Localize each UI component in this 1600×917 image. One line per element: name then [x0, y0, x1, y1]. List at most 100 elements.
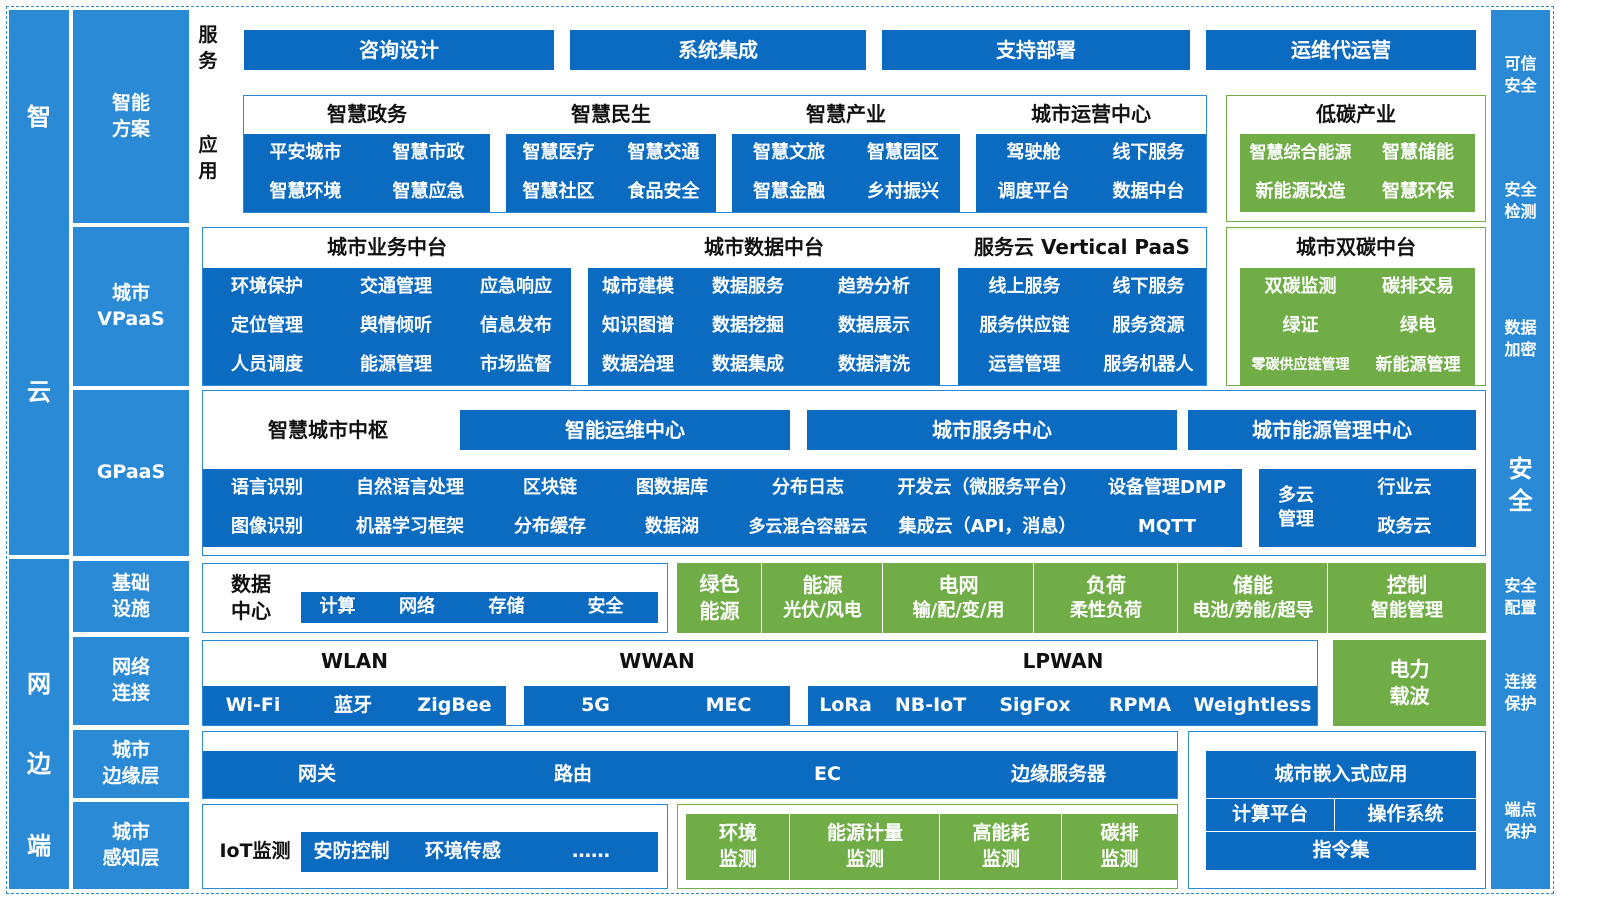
- security-connection: 连接 保护: [1504, 672, 1537, 713]
- env-block: 碳排 监测: [1062, 814, 1177, 880]
- dual-carbon-item: 零碳供应链管理: [1240, 346, 1361, 385]
- datacenter-label: 数据 中心: [231, 572, 271, 623]
- app-item: 乡村振兴: [846, 173, 960, 212]
- app-item: 智慧环境: [244, 173, 367, 212]
- vpaas-data-item: 数据挖掘: [688, 307, 808, 346]
- vpaas-business-item: 舆情倾听: [331, 307, 461, 346]
- gpaas-item: MQTT: [1092, 508, 1242, 547]
- env-divider: [789, 814, 790, 880]
- dual-carbon-title: 城市双碳中台: [1296, 234, 1416, 259]
- energy-block: 电网 输/配/变/用: [883, 563, 1034, 633]
- gpaas-item: 区块链: [489, 469, 611, 508]
- env-bottom: 监测: [845, 848, 884, 870]
- lowcarbon-title: 低碳产业: [1316, 101, 1396, 126]
- app-item: 智慧市政: [367, 134, 490, 173]
- left-strip-cloud: [9, 10, 69, 555]
- energy-top: 绿色: [699, 572, 740, 596]
- gpaas-center: 城市能源管理中心: [1188, 410, 1476, 450]
- vpaas-business-item: 交通管理: [331, 268, 461, 307]
- app-item: 智慧医疗: [506, 134, 611, 173]
- datacenter-item: 安全: [553, 592, 658, 623]
- env-top: 碳排: [1100, 822, 1139, 845]
- gpaas-item: 图像识别: [203, 508, 331, 547]
- network-lpwan-title: LPWAN: [1022, 648, 1104, 673]
- gpaas-hub-title: 智慧城市中枢: [268, 417, 388, 442]
- gpaas-item: 自然语言处理: [331, 469, 489, 508]
- vpaas-business-item: 市场监督: [461, 346, 571, 385]
- gpaas-item: 分布日志: [733, 469, 883, 508]
- embedded-item: 操作系统: [1335, 799, 1476, 831]
- lowcarbon-item: 新能源改造: [1240, 173, 1361, 212]
- dual-carbon-item: 新能源管理: [1361, 346, 1475, 385]
- env-bottom: 监测: [1100, 848, 1139, 870]
- lowcarbon-item: 智慧环保: [1361, 173, 1475, 212]
- app-item: 智慧金融: [732, 173, 846, 212]
- env-block: 环境 监测: [686, 814, 790, 880]
- energy-top: 能源: [802, 573, 843, 598]
- vpaas-data-item: 知识图谱: [588, 307, 688, 346]
- network-item: SigFox: [978, 686, 1092, 725]
- strip-char-yun: 云: [27, 378, 51, 407]
- datacenter-item: 网络: [374, 592, 460, 623]
- app-item: 数据中台: [1091, 173, 1206, 212]
- energy-bottom: 柔性负荷: [1070, 600, 1142, 622]
- gpaas-item: 分布缓存: [489, 508, 611, 547]
- app-group-title-livelihood: 智慧民生: [571, 101, 651, 126]
- iot-label: IoT监测: [219, 840, 291, 863]
- layer-network: 网络 连接: [73, 637, 189, 725]
- network-item: LoRa: [808, 686, 883, 725]
- energy-top: 电网: [938, 573, 979, 598]
- energy-bottom: 电池/势能/超导: [1192, 600, 1314, 622]
- embedded-bottom: 指令集: [1206, 832, 1476, 870]
- gpaas-center: 智能运维中心: [460, 410, 790, 450]
- energy-block: 能源 光伏/风电: [762, 563, 883, 633]
- gpaas-item: 图数据库: [611, 469, 733, 508]
- vpaas-service-cloud-item: 服务机器人: [1091, 346, 1206, 385]
- vpaas-data-item: 城市建模: [588, 268, 688, 307]
- env-top: 能源计量: [826, 822, 903, 845]
- network-wlan-title: WLAN: [320, 648, 389, 673]
- security-trusted: 可信 安全: [1504, 54, 1537, 95]
- dual-carbon-item: 碳排交易: [1361, 268, 1475, 307]
- energy-divider: [1327, 563, 1328, 633]
- security-strip: [1491, 10, 1550, 889]
- layer-sensing: 城市 感知层: [73, 802, 189, 889]
- env-block: 高能耗 监测: [940, 814, 1062, 880]
- dual-carbon-item: 绿电: [1361, 307, 1475, 346]
- app-item: 线下服务: [1091, 134, 1206, 173]
- energy-block: 控制 智能管理: [1328, 563, 1486, 633]
- energy-block: 负荷 柔性负荷: [1034, 563, 1178, 633]
- plc-block: 电力 载波: [1333, 640, 1486, 726]
- energy-top: 负荷: [1086, 573, 1126, 598]
- network-item: Weightless: [1188, 686, 1317, 725]
- dual-carbon-item: 双碳监测: [1240, 268, 1361, 307]
- layer-vpaas: 城市 VPaaS: [73, 227, 189, 386]
- vpaas-data-item: 数据清洗: [808, 346, 940, 385]
- energy-bottom: 光伏/风电: [783, 600, 862, 622]
- service-consulting: 咨询设计: [244, 30, 554, 70]
- env-divider: [939, 814, 940, 880]
- app-item: 驾驶舱: [976, 134, 1091, 173]
- network-item: RPMA: [1092, 686, 1188, 725]
- vpaas-business-item: 人员调度: [203, 346, 331, 385]
- datacenter-item: 计算: [301, 592, 374, 623]
- network-item: ZigBee: [403, 686, 506, 725]
- app-group-title-industry: 智慧产业: [806, 101, 886, 126]
- network-item: Wi-Fi: [203, 686, 303, 725]
- security-endpoint: 端点 保护: [1504, 800, 1537, 841]
- app-group-title-gov: 智慧政务: [327, 101, 407, 126]
- vpaas-service-cloud-item: 线下服务: [1091, 268, 1206, 307]
- vpaas-service-cloud-item: 运营管理: [958, 346, 1091, 385]
- iot-item: 环境传感: [402, 832, 524, 872]
- env-block: 能源计量 监测: [790, 814, 940, 880]
- app-item: 智慧社区: [506, 173, 611, 212]
- left-strip-edge: [9, 559, 69, 889]
- app-group-title-ops-center: 城市运营中心: [1031, 101, 1151, 126]
- app-item: 调度平台: [976, 173, 1091, 212]
- gpaas-center: 城市服务中心: [807, 410, 1177, 450]
- layer-edge: 城市 边缘层: [73, 730, 189, 798]
- vpaas-business-item: 信息发布: [461, 307, 571, 346]
- gpaas-item: 多云混合容器云: [733, 508, 883, 547]
- strip-char-zhi: 智: [27, 103, 51, 132]
- app-item: 智慧文旅: [732, 134, 846, 173]
